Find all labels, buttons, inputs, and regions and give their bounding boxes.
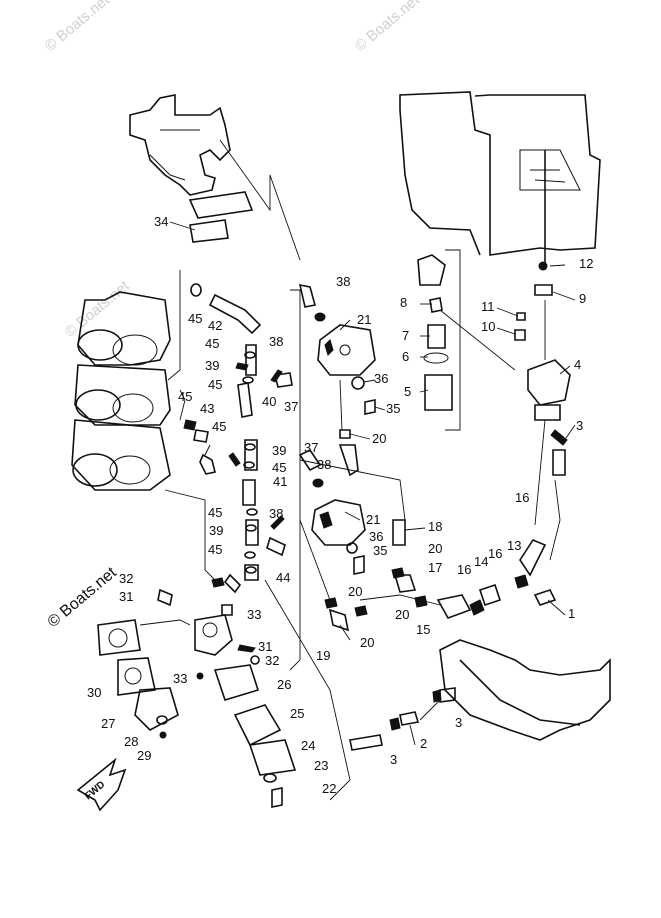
callout-37: 37 bbox=[304, 440, 318, 455]
lower-fuel-pump bbox=[298, 444, 366, 575]
callout-23: 23 bbox=[314, 758, 328, 773]
callout-30: 30 bbox=[87, 685, 101, 700]
intake-manifold-outline bbox=[129, 94, 301, 261]
callout-20: 20 bbox=[395, 607, 409, 622]
callout-8: 8 bbox=[400, 295, 407, 310]
callout-17: 17 bbox=[428, 560, 442, 575]
callout-42: 42 bbox=[208, 318, 222, 333]
callout-14: 14 bbox=[474, 554, 488, 569]
callout-25: 25 bbox=[290, 706, 304, 721]
watermark: © Boats.net bbox=[45, 564, 121, 631]
callout-16: 16 bbox=[457, 562, 471, 577]
callout-18: 18 bbox=[428, 519, 442, 534]
callout-39: 39 bbox=[272, 443, 286, 458]
watermark: © Boats.net bbox=[62, 277, 134, 341]
callout-26: 26 bbox=[277, 677, 291, 692]
callout-45: 45 bbox=[205, 336, 219, 351]
engine-block-outline bbox=[399, 91, 601, 270]
callout-20: 20 bbox=[348, 584, 362, 599]
callout-10: 10 bbox=[481, 319, 495, 334]
callout-1: 1 bbox=[568, 606, 575, 621]
callout-45: 45 bbox=[208, 377, 222, 392]
callout-43: 43 bbox=[200, 401, 214, 416]
callout-11: 11 bbox=[481, 299, 495, 314]
callout-41: 41 bbox=[273, 474, 287, 489]
callout-13: 13 bbox=[507, 538, 521, 553]
callout-40: 40 bbox=[262, 394, 276, 409]
callout-36: 36 bbox=[369, 529, 383, 544]
callout-35: 35 bbox=[386, 401, 400, 416]
callout-38: 38 bbox=[269, 506, 283, 521]
callout-45: 45 bbox=[208, 505, 222, 520]
callout-39: 39 bbox=[209, 523, 223, 538]
callout-37: 37 bbox=[284, 399, 298, 414]
callout-3: 3 bbox=[390, 752, 397, 767]
group-bracket bbox=[164, 489, 216, 581]
callout-3: 3 bbox=[576, 418, 583, 433]
watermark: © Boats.net bbox=[352, 0, 424, 55]
callout-45: 45 bbox=[208, 542, 222, 557]
callout-33: 33 bbox=[247, 607, 261, 622]
callout-32: 32 bbox=[265, 653, 279, 668]
callout-7: 7 bbox=[402, 328, 409, 343]
callout-44: 44 bbox=[276, 570, 290, 585]
forward-arrow: FWD bbox=[76, 757, 127, 812]
callout-20: 20 bbox=[428, 541, 442, 556]
callout-9: 9 bbox=[579, 291, 586, 306]
group-bracket bbox=[289, 289, 301, 671]
upper-fuel-pump bbox=[298, 283, 376, 439]
callout-31: 31 bbox=[119, 589, 133, 604]
callout-2: 2 bbox=[420, 736, 427, 751]
callout-38: 38 bbox=[269, 334, 283, 349]
group-bracket bbox=[264, 579, 351, 801]
fuel-filter-assembly bbox=[417, 249, 571, 561]
carburetor-stack-outline bbox=[71, 291, 171, 491]
group-bracket bbox=[167, 270, 186, 421]
callout-35: 35 bbox=[373, 543, 387, 558]
callout-20: 20 bbox=[372, 431, 386, 446]
callout-5: 5 bbox=[404, 384, 411, 399]
callout-3: 3 bbox=[455, 715, 462, 730]
callout-20: 20 bbox=[360, 635, 374, 650]
callout-45: 45 bbox=[188, 311, 202, 326]
callout-28: 28 bbox=[124, 734, 138, 749]
callout-labels: 1 2 3 3 3 4 5 6 7 8 9 10 11 12 13 14 15 … bbox=[87, 214, 593, 796]
callout-16: 16 bbox=[488, 546, 502, 561]
watermark: © Boats.net bbox=[42, 0, 114, 55]
callout-6: 6 bbox=[402, 349, 409, 364]
primer-pump-assembly bbox=[97, 588, 297, 808]
callout-45: 45 bbox=[212, 419, 226, 434]
callout-38: 38 bbox=[317, 457, 331, 472]
callout-34: 34 bbox=[154, 214, 168, 229]
callout-45: 45 bbox=[178, 389, 192, 404]
callout-38: 38 bbox=[336, 274, 350, 289]
callout-21: 21 bbox=[357, 312, 371, 327]
callout-31: 31 bbox=[258, 639, 272, 654]
callout-15: 15 bbox=[416, 622, 430, 637]
lower-cowling bbox=[349, 639, 611, 751]
callout-21: 21 bbox=[366, 512, 380, 527]
callout-29: 29 bbox=[137, 748, 151, 763]
callout-19: 19 bbox=[316, 648, 330, 663]
hose-column bbox=[183, 283, 293, 594]
callout-22: 22 bbox=[322, 781, 336, 796]
callout-27: 27 bbox=[101, 716, 115, 731]
callout-45: 45 bbox=[272, 460, 286, 475]
callout-leaders bbox=[169, 221, 576, 746]
callout-33: 33 bbox=[173, 671, 187, 686]
callout-32: 32 bbox=[119, 571, 133, 586]
callout-12: 12 bbox=[579, 256, 593, 271]
callout-4: 4 bbox=[574, 357, 581, 372]
callout-16: 16 bbox=[515, 490, 529, 505]
callout-39: 39 bbox=[205, 358, 219, 373]
callout-24: 24 bbox=[301, 738, 315, 753]
callout-36: 36 bbox=[374, 371, 388, 386]
hose-lower-right bbox=[299, 459, 557, 632]
